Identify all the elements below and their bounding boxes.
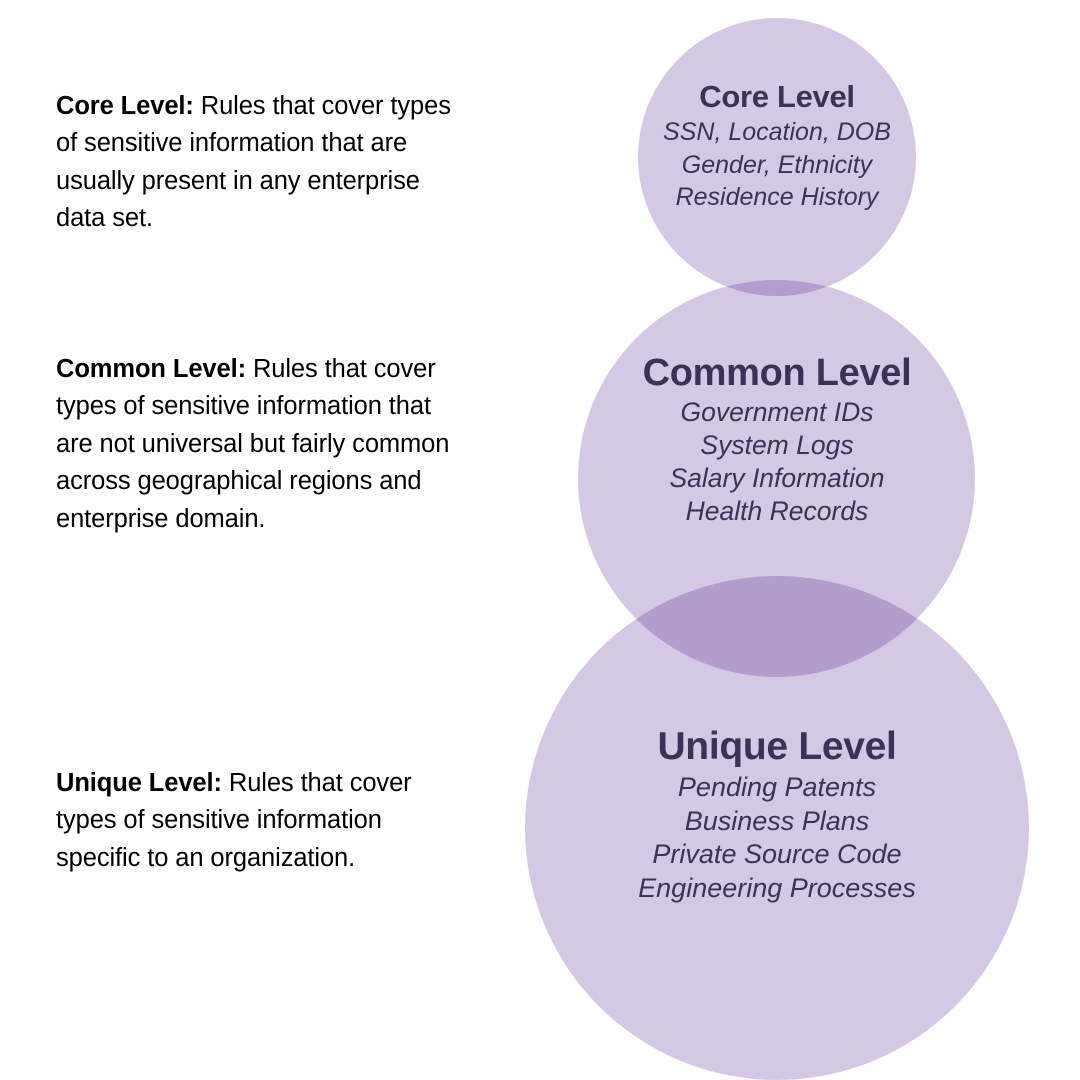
- venn-item: SSN, Location, DOB: [663, 118, 891, 146]
- description-unique: Unique Level: Rules that cover types of …: [56, 765, 456, 878]
- venn-item: Residence History: [675, 183, 879, 211]
- description-core-lead: Core Level:: [56, 91, 194, 120]
- description-unique-lead: Unique Level:: [56, 768, 222, 797]
- description-core-body: Rules that cover types of sensitive info…: [56, 91, 451, 233]
- venn-item: Gender, Ethnicity: [681, 150, 873, 179]
- venn-item: Pending Patents: [677, 772, 877, 802]
- description-common-lead: Common Level:: [56, 354, 246, 383]
- venn-item: Business Plans: [684, 805, 870, 836]
- venn-items-common: Government IDs System Logs Salary Inform…: [517, 396, 1037, 528]
- venn-item: System Logs: [700, 430, 854, 460]
- venn-item: Health Records: [685, 496, 869, 526]
- venn-label-common: Common Level Government IDs System Logs …: [517, 350, 1037, 528]
- venn-item: Engineering Processes: [638, 872, 916, 903]
- description-common-body: Rules that cover types of sensitive info…: [56, 354, 450, 533]
- venn-circle-unique: [525, 576, 1029, 1080]
- description-core: Core Level: Rules that cover types of se…: [56, 88, 456, 238]
- venn-item: Government IDs: [680, 397, 874, 427]
- description-column: Core Level: Rules that cover types of se…: [56, 0, 456, 1080]
- venn-title-common: Common Level: [642, 352, 912, 394]
- description-unique-body: Rules that cover types of sensitive info…: [56, 768, 412, 872]
- venn-item: Salary Information: [669, 463, 885, 493]
- venn-label-core: Core Level SSN, Location, DOB Gender, Et…: [517, 78, 1037, 214]
- venn-title-unique: Unique Level: [657, 725, 897, 768]
- venn-items-core: SSN, Location, DOB Gender, Ethnicity Res…: [517, 116, 1037, 214]
- venn-items-unique: Pending Patents Business Plans Private S…: [517, 771, 1037, 905]
- venn-item: Private Source Code: [652, 839, 902, 869]
- description-common: Common Level: Rules that cover types of …: [56, 351, 456, 539]
- venn-circle-core: [638, 18, 916, 296]
- venn-label-unique: Unique Level Pending Patents Business Pl…: [517, 723, 1037, 905]
- venn-title-core: Core Level: [699, 79, 855, 114]
